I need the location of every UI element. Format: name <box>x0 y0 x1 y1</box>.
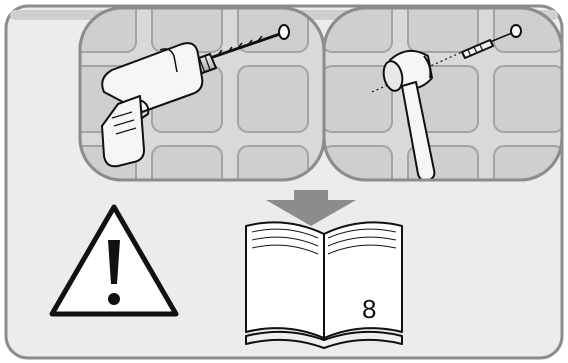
hammer-panel <box>322 0 564 212</box>
open-book-icon <box>246 222 402 348</box>
manual-page-number: 8 <box>362 294 376 324</box>
